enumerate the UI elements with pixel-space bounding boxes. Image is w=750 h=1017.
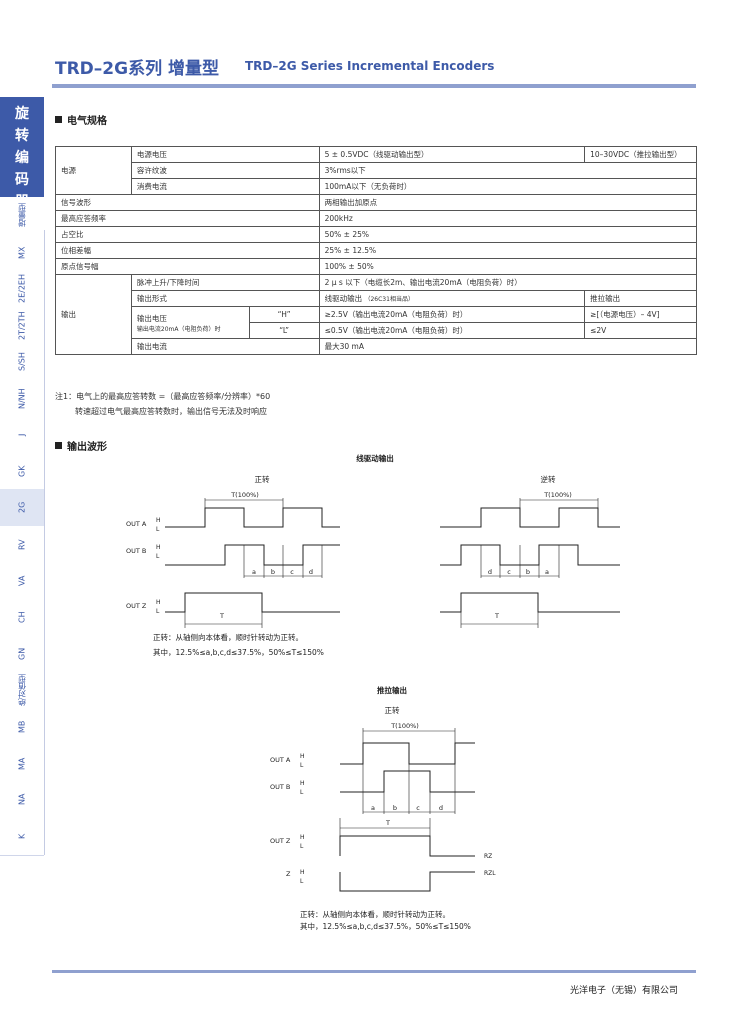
out-a-wave bbox=[165, 507, 340, 528]
zbar-label: Z bbox=[286, 870, 291, 878]
out-b-label: OUT B bbox=[126, 547, 146, 555]
table-row: 输出形式 线驱动输出 （26C31相当品） 推拉输出 bbox=[56, 290, 697, 307]
sidebar-item[interactable]: VA bbox=[0, 562, 44, 600]
push-pull-caption-2: 其中，12.5%≤a,b,c,d≤37.5%，50%≤T≤150% bbox=[300, 921, 471, 931]
period-label: T(100%) bbox=[390, 722, 419, 730]
bottom-divider bbox=[52, 970, 696, 973]
sidebar-item[interactable]: CH bbox=[0, 598, 44, 637]
out-z-label: OUT Z bbox=[126, 602, 147, 610]
t-label: T bbox=[219, 612, 224, 620]
a-label: a bbox=[252, 568, 256, 576]
l-label: L bbox=[300, 762, 304, 769]
line-driver-title: 线驱动输出 bbox=[356, 453, 394, 463]
out-b-wave bbox=[165, 544, 340, 566]
spec-table: 电源 电源电压 5 ± 0.5VDC（线驱动输出型） 10–30VDC（推拉输出… bbox=[55, 146, 698, 355]
sidebar-divider bbox=[44, 230, 45, 855]
c-label: c bbox=[507, 568, 511, 576]
l-label: L bbox=[156, 608, 160, 615]
b-label: b bbox=[526, 568, 530, 576]
sidebar-item[interactable]: S/SH bbox=[0, 343, 44, 381]
l-label: L bbox=[300, 878, 304, 885]
rz-label: RZ bbox=[484, 853, 492, 860]
out-z-wave bbox=[165, 592, 340, 613]
d-label: d bbox=[439, 804, 443, 812]
note-2: 转速超过电气最高应答转数时，输出信号无法及时响应 bbox=[75, 407, 267, 416]
forward-label: 正转 bbox=[255, 474, 270, 484]
out-a-label: OUT A bbox=[270, 756, 291, 764]
out-z-label: OUT Z bbox=[270, 837, 291, 845]
c-label: c bbox=[290, 568, 294, 576]
out-a-wave-rev bbox=[440, 507, 620, 528]
period-label: T(100%) bbox=[543, 491, 572, 499]
h-label: H bbox=[156, 517, 161, 524]
l-label: L bbox=[156, 526, 160, 533]
h-label: H bbox=[300, 753, 305, 760]
h-label: H bbox=[156, 599, 161, 606]
t-label: T bbox=[385, 819, 390, 827]
reverse-label: 逆转 bbox=[541, 474, 556, 484]
t-label: T bbox=[494, 612, 499, 620]
line-driver-caption-1: 正转：从轴侧向本体看，顺时针转动为正转。 bbox=[153, 632, 303, 642]
a-label: a bbox=[545, 568, 549, 576]
pp-zbar-wave bbox=[339, 871, 475, 892]
pp-out-a-wave bbox=[340, 742, 475, 765]
out-b-label: OUT B bbox=[270, 783, 290, 791]
sidebar-item[interactable]: 2T/2TH bbox=[0, 306, 44, 345]
h-label: H bbox=[300, 780, 305, 787]
push-pull-title: 推拉输出 bbox=[377, 685, 407, 695]
sidebar-item[interactable]: 绝对值型 bbox=[0, 671, 44, 710]
rzl-label: RZL bbox=[484, 870, 496, 877]
sidebar-item[interactable]: K bbox=[0, 817, 44, 856]
l-label: L bbox=[300, 843, 304, 850]
top-divider bbox=[52, 84, 696, 88]
sidebar: 旋转编码器 增量型MX2E/2EH2T/2THS/SHN/NHJGK2GRVVA… bbox=[0, 97, 44, 856]
h-label: H bbox=[156, 544, 161, 551]
section-electrical-title: 电气规格 bbox=[55, 112, 107, 127]
line-driver-caption-2: 其中，12.5%≤a,b,c,d≤37.5%，50%≤T≤150% bbox=[153, 647, 324, 657]
h-label: H bbox=[300, 834, 305, 841]
a-label: a bbox=[371, 804, 375, 812]
forward-label: 正转 bbox=[385, 705, 400, 715]
section-waveform-title: 输出波形 bbox=[55, 438, 107, 453]
page-subtitle: TRD–2G Series Incremental Encoders bbox=[245, 59, 495, 73]
c-label: c bbox=[416, 804, 420, 812]
b-label: b bbox=[271, 568, 275, 576]
out-a-label: OUT A bbox=[126, 520, 147, 528]
period-label: T(100%) bbox=[230, 491, 259, 499]
h-label: H bbox=[300, 869, 305, 876]
company-name: 光洋电子（无锡）有限公司 bbox=[570, 986, 679, 996]
out-z-wave-rev bbox=[440, 592, 620, 613]
out-b-wave-rev bbox=[440, 544, 620, 566]
table-row: “L” ≤0.5V（输出电流20mA（电阻负荷）时） ≤2V bbox=[56, 322, 697, 339]
sidebar-item[interactable]: J bbox=[0, 416, 44, 454]
sidebar-item[interactable]: RV bbox=[0, 525, 44, 564]
push-pull-caption-1: 正转：从轴侧向本体看，顺时针转动为正转。 bbox=[300, 909, 450, 919]
table-row: 输出电流最大30 mA bbox=[56, 338, 698, 355]
b-label: b bbox=[393, 804, 397, 812]
page-title: TRD–2G系列 增量型 bbox=[55, 59, 219, 79]
l-label: L bbox=[300, 789, 304, 796]
l-label: L bbox=[156, 553, 160, 560]
pp-out-b-wave bbox=[340, 770, 475, 793]
pp-out-z-wave bbox=[339, 835, 475, 857]
note-1: 注1：电气上的最高应答转数 =（最高应答频率/分辨率）*60 bbox=[55, 392, 271, 401]
sidebar-item[interactable]: NA bbox=[0, 781, 44, 819]
table-row: 电源 电源电压 5 ± 0.5VDC（线驱动输出型） 10–30VDC（推拉输出… bbox=[55, 146, 697, 195]
sidebar-item[interactable]: GK bbox=[0, 452, 44, 491]
d-label: d bbox=[309, 568, 313, 576]
d-label: d bbox=[488, 568, 492, 576]
